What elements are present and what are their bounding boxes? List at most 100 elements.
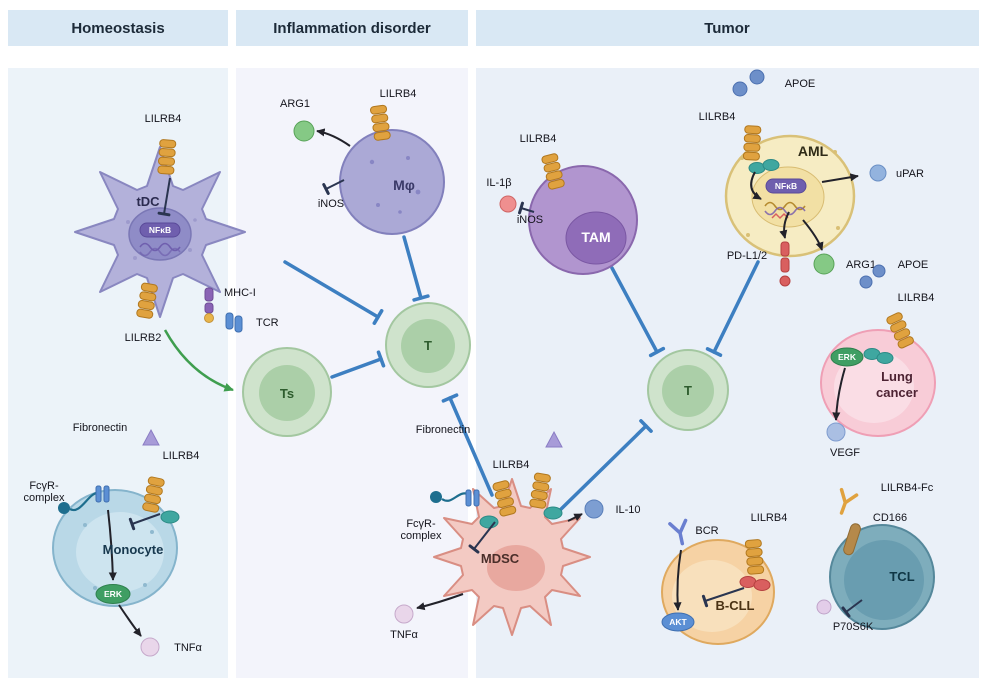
monocyte-inner <box>76 512 164 592</box>
fcgr-to-erk-arrow <box>107 509 117 581</box>
inhibit-mdsc-to-t-tumor <box>554 419 653 516</box>
tcl-inhibition <box>841 599 863 618</box>
mdsc-fibronectin-label: Fibronectin <box>416 424 470 436</box>
pdl-receptor-2 <box>780 257 790 273</box>
lung-apoe-circle-2 <box>872 264 886 278</box>
cell-lung-cancer: APOE LILRB4 ERK VEGF Lung cancer <box>820 259 936 459</box>
bcr-to-akt-arrow <box>673 549 682 611</box>
lung-apoe-circle-1 <box>859 275 873 289</box>
cell-mdsc: Fibronectin LILRB4 FcγR- complex TNFα IL… <box>390 424 640 641</box>
inhibit-aml-to-t <box>705 260 760 357</box>
mdsc-nucleus <box>487 545 545 591</box>
tcl-nucleus <box>844 540 924 620</box>
lung-name-1: Lung <box>881 369 913 384</box>
cell-aml: APOE LILRB4 AML NFκB uPAR ARG1 PD-L1/2 <box>699 69 924 287</box>
aml-lilrb4-label: LILRB4 <box>699 111 736 123</box>
vegf-circle <box>826 422 846 442</box>
monocyte-erk-label: ERK <box>104 589 123 599</box>
il1b-circle <box>499 195 517 213</box>
tdc-nfkb-badge <box>139 222 181 238</box>
bcll-akt-label: AKT <box>669 617 687 627</box>
aml-pdl-label: PD-L1/2 <box>727 250 767 262</box>
mhc-tcr-complex: MHC-I TCR <box>204 287 279 333</box>
monocyte-inhibition <box>128 513 161 531</box>
header-homeostasis: Homeostasis <box>71 20 164 37</box>
monocyte-fcgr-label-2: complex <box>24 492 65 504</box>
tam-lilrb4-label: LILRB4 <box>520 133 557 145</box>
mdsc-tnfa-label: TNFα <box>390 629 418 641</box>
bcll-lilrb4-label: LILRB4 <box>751 512 788 524</box>
bcll-inner <box>672 560 752 632</box>
arg1-circle <box>293 120 315 142</box>
bcll-bcr-label: BCR <box>695 525 718 537</box>
cell-t-tumor: T <box>647 349 729 431</box>
apoe-circle-1 <box>732 81 748 97</box>
lung-lilrb4-label: LILRB4 <box>898 292 935 304</box>
il10-circle <box>584 499 604 519</box>
t-mid-nucleus <box>401 319 455 373</box>
mdsc-lilrb4-label: LILRB4 <box>493 459 530 471</box>
fcgr-bar-2 <box>103 485 110 503</box>
inhibit-mphi-to-t <box>402 235 430 302</box>
mdsc-fcgr-label-1: FcγR- <box>406 518 436 530</box>
tam-name: TAM <box>581 229 610 245</box>
aml-apoe-label: APOE <box>785 78 816 90</box>
tdc-nfkb-label: NFκB <box>149 225 171 235</box>
mdsc-shp-oval-2 <box>543 506 563 520</box>
tam-inhibition <box>518 201 535 215</box>
bcll-shp1-oval-2 <box>753 579 771 591</box>
fibronectin-triangle <box>142 428 160 446</box>
aml-nfkb-badge <box>765 178 807 194</box>
monocyte-lilrb4-label: LILRB4 <box>163 450 200 462</box>
macrophage-arg1-label: ARG1 <box>280 98 310 110</box>
lung-erk-label: ERK <box>838 352 857 362</box>
tdc-name: tDC <box>136 194 160 209</box>
ts-nucleus <box>259 365 315 421</box>
aml-arg1-label: ARG1 <box>846 259 876 271</box>
inhibition-arrows <box>283 235 760 516</box>
bcll-name: B-CLL <box>716 598 755 613</box>
cell-monocyte: Fibronectin LILRB4 FcγR- complex ERK TNF… <box>24 422 203 657</box>
fcgr-bar-1 <box>95 485 102 503</box>
panel-headers: Homeostasis Inflammation disorder Tumor <box>8 10 979 46</box>
cell-t-mid: T <box>385 302 471 388</box>
aml-upar-arrow <box>821 173 859 183</box>
pdl-receptor-1 <box>780 241 790 257</box>
monocyte-fcgr-label-1: FcγR- <box>29 480 59 492</box>
inhibit-tam-to-t <box>610 266 666 358</box>
inhibit-tdc-to-t <box>283 260 384 325</box>
aml-name: AML <box>798 143 829 159</box>
bcll-inhibition <box>701 587 745 608</box>
aml-upar-label: uPAR <box>896 168 924 180</box>
tcr-receptor-2 <box>234 315 243 333</box>
cell-tcl: LILRB4-Fc CD166 P70S6K TCL <box>816 482 935 633</box>
monocyte-name: Monocyte <box>103 542 164 557</box>
ts-name: Ts <box>280 386 294 401</box>
aml-pdl-arrow <box>779 211 790 239</box>
mdsc-il10-arrow <box>567 513 583 522</box>
monocyte-tnfa-circle <box>140 637 160 657</box>
upar-circle <box>869 164 887 182</box>
aml-dna-mutation <box>771 212 789 220</box>
header-tumor: Tumor <box>704 20 750 37</box>
tam-il1b-label: IL-1β <box>486 177 511 189</box>
header-tumor-bg <box>476 10 979 46</box>
tdc-lilrb4-inhibits-nfkb <box>157 177 171 217</box>
erk-to-tnfa-arrow <box>118 604 142 637</box>
cd166-receptor <box>843 523 861 556</box>
mdsc-fcgr-bar-1 <box>465 489 472 507</box>
monocyte-erk-badge <box>95 584 131 604</box>
tdc-dna2 <box>139 247 181 257</box>
tdc-speckles <box>126 218 197 260</box>
tcl-molecule-circle <box>816 599 832 615</box>
cell-macrophage: LILRB4 ARG1 iNOS Mφ <box>280 88 445 235</box>
cell-tam: LILRB4 IL-1β iNOS TAM <box>486 133 638 275</box>
tcl-cd166-label: CD166 <box>873 512 907 524</box>
mdsc-shp-oval-1 <box>479 515 499 529</box>
tcr-receptor <box>225 312 234 330</box>
inhibit-ts-to-t <box>330 350 386 379</box>
tdc-lilrb2-label: LILRB2 <box>125 332 162 344</box>
lung-name-2: cancer <box>876 385 918 400</box>
tcl-p70s6k-label: P70S6K <box>833 621 874 633</box>
